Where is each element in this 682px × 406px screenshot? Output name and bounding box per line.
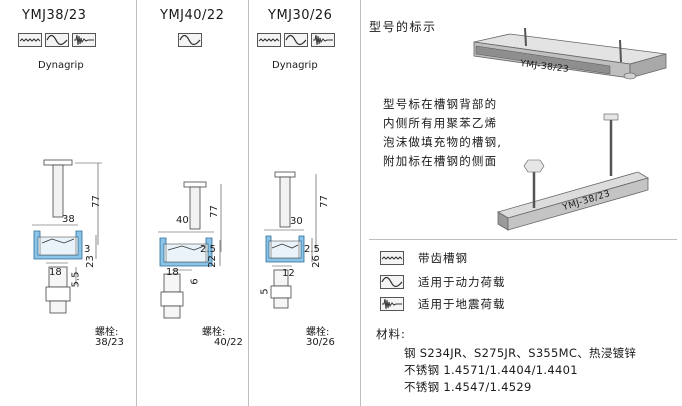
dim-height-label: 77 [208, 205, 220, 218]
product-title: YMJ40/22 [160, 8, 225, 23]
legend-label: 适用于地震荷载 [418, 297, 506, 311]
dim-bolt-label: 18 [49, 267, 62, 278]
column-divider-1 [136, 0, 137, 406]
legend-label: 适用于动力荷载 [418, 275, 506, 289]
channel-rail-illustration-bottom [488, 112, 658, 232]
bolt-size: 38/23 [95, 337, 124, 348]
dim-width-label: 38 [62, 214, 75, 225]
feature-icons [257, 33, 335, 47]
column-divider-2 [248, 0, 249, 406]
sine-wave-icon [380, 275, 404, 289]
dim-a-label: 2.5 [200, 244, 216, 255]
legend-serrated: 带齿槽钢 [380, 250, 468, 266]
dim-b-label: 23 [84, 255, 96, 268]
marking-description: 型号标在槽钢背部的 内侧所有用聚苯乙烯 泡沫做填充物的槽钢, 附加标在槽钢的侧面 [383, 95, 502, 171]
cross-section-drawing [252, 168, 357, 318]
dim-width-label: 30 [290, 216, 303, 227]
legend-dynamic: 适用于动力荷载 [380, 274, 506, 290]
material-line: 不锈钢 1.4571/1.4404/1.4401 [404, 363, 578, 377]
serrated-wave-icon [18, 33, 42, 47]
product-title: YMJ38/23 [22, 8, 87, 23]
serrated-wave-icon [257, 33, 281, 47]
description-line: 型号标在槽钢背部的 [383, 97, 498, 111]
dim-height-label: 77 [90, 195, 102, 208]
material-line: 钢 S234JR、S275JR、S355MC、热浸镀锌 [404, 346, 637, 360]
marking-heading: 型号的标示 [369, 20, 437, 34]
dim-width-label: 40 [176, 215, 189, 226]
dim-b-label: 22 [206, 255, 218, 268]
dim-bolt-label: 18 [166, 267, 179, 278]
channel-rail-illustration-top [470, 24, 670, 94]
legend-seismic: 适用于地震荷载 [380, 296, 506, 312]
dim-a-label: 2.5 [304, 244, 320, 255]
dim-bolt-label: 12 [282, 268, 295, 279]
dim-c-label: 5 [259, 288, 271, 295]
feature-icons [178, 33, 202, 47]
dim-height-label: 77 [318, 195, 330, 208]
sine-wave-icon [178, 33, 202, 47]
dim-c-label: 6 [189, 278, 201, 285]
bolt-label: 螺栓: [306, 327, 330, 338]
material-line: 不锈钢 1.4547/1.4529 [404, 380, 532, 394]
seismic-wave-icon [380, 297, 404, 311]
description-line: 泡沫做填充物的槽钢, [383, 135, 503, 149]
column-divider-3 [360, 0, 361, 406]
description-line: 附加标在槽钢的侧面 [383, 154, 498, 168]
bolt-label: 螺栓: [202, 327, 226, 338]
dim-c-label: 5.5 [70, 271, 82, 288]
bolt-size: 40/22 [214, 337, 243, 348]
description-line: 内侧所有用聚苯乙烯 [383, 116, 498, 130]
cross-section-drawing [20, 155, 132, 330]
cross-section-drawing [136, 180, 246, 330]
product-subtitle: Dynagrip [38, 60, 84, 71]
divider-line [369, 239, 677, 240]
legend-label: 带齿槽钢 [418, 251, 468, 265]
sine-wave-icon [284, 33, 308, 47]
product-subtitle: Dynagrip [272, 60, 318, 71]
dim-b-label: 26 [310, 255, 322, 268]
materials-list: 钢 S234JR、S275JR、S355MC、热浸镀锌 不锈钢 1.4571/1… [404, 345, 636, 396]
bolt-label: 螺栓: [95, 327, 119, 338]
materials-title: 材料: [376, 327, 406, 341]
bolt-size: 30/26 [306, 337, 335, 348]
dim-a-label: 3 [84, 244, 91, 255]
seismic-wave-icon [311, 33, 335, 47]
sine-wave-icon [45, 33, 69, 47]
seismic-wave-icon [72, 33, 96, 47]
product-title: YMJ30/26 [268, 8, 333, 23]
serrated-wave-icon [380, 251, 404, 265]
feature-icons [18, 33, 96, 47]
